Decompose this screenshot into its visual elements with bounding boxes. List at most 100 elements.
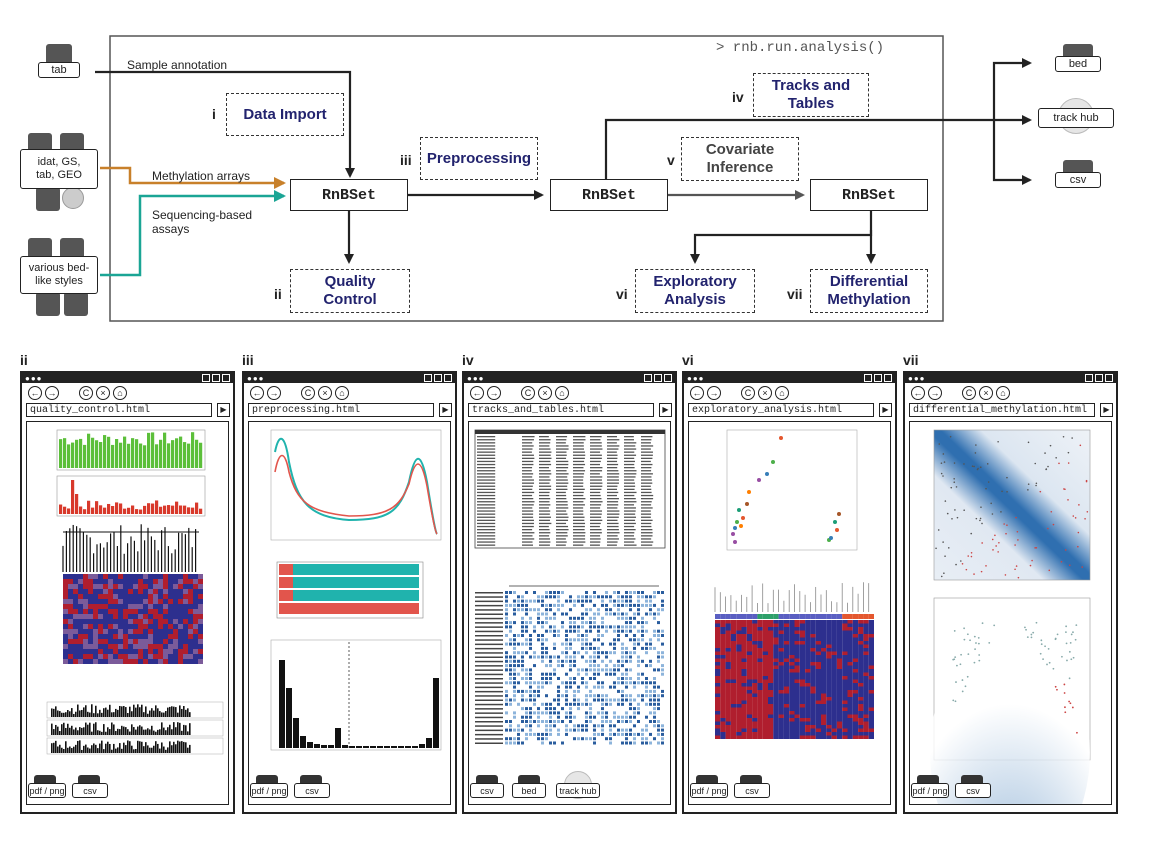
tt-track-block (545, 608, 548, 612)
qc-heatmap-cell (163, 579, 168, 584)
ea-heatmap-cell (805, 679, 811, 683)
qc-heatmap-cell (188, 604, 193, 609)
download-bed[interactable]: bed (512, 783, 546, 798)
tt-table-cell (477, 457, 496, 459)
forward-icon[interactable]: → (45, 386, 59, 400)
home-icon[interactable]: ⌂ (335, 386, 349, 400)
address-bar[interactable]: quality_control.html (26, 403, 212, 417)
tt-table-cell (590, 544, 600, 546)
tt-track-block (645, 612, 648, 616)
tt-track-block (569, 638, 572, 642)
ea-heatmap-cell (831, 690, 837, 694)
tt-table-cell (607, 525, 619, 528)
back-icon[interactable]: ← (250, 386, 264, 400)
back-icon[interactable]: ← (470, 386, 484, 400)
ea-heatmap-cell (715, 637, 721, 641)
close-icon[interactable]: × (96, 386, 110, 400)
close-icon[interactable]: × (758, 386, 772, 400)
forward-icon[interactable]: → (267, 386, 281, 400)
tt-track-block (649, 642, 652, 646)
ea-heatmap-cell (805, 669, 811, 673)
tt-table-cell (590, 473, 600, 475)
download-pdf-png[interactable]: pdf / png (250, 783, 288, 798)
go-icon[interactable]: ▶ (659, 403, 672, 417)
download-csv[interactable]: csv (294, 783, 330, 798)
ea-heatmap-cell (868, 725, 874, 729)
tt-table-cell (641, 541, 654, 543)
download-csv[interactable]: csv (955, 783, 991, 798)
tt-table-cell (607, 445, 620, 447)
tt-table-cell (539, 457, 552, 459)
tt-track-block (585, 728, 588, 732)
download-track-hub[interactable]: track hub (556, 783, 600, 798)
ea-heatmap-cell (762, 669, 768, 673)
copyright-icon[interactable]: C (301, 386, 315, 400)
tt-track-label (475, 695, 503, 697)
ea-heatmap-cell (757, 658, 763, 662)
tt-table-cell (539, 522, 552, 525)
tt-table-cell (607, 494, 617, 497)
back-icon[interactable]: ← (911, 386, 925, 400)
qc-track-bar (151, 747, 153, 753)
ea-heatmap-cell (783, 711, 790, 715)
tt-track-block (621, 603, 624, 607)
close-icon[interactable]: × (538, 386, 552, 400)
tt-table-cell (522, 544, 534, 546)
qc-heatmap-cell (128, 574, 133, 579)
qc-track-bar (183, 741, 185, 753)
download-pdf-png[interactable]: pdf / png (690, 783, 728, 798)
close-icon[interactable]: × (979, 386, 993, 400)
copyright-icon[interactable]: C (962, 386, 976, 400)
tt-table-cell (556, 460, 569, 463)
home-icon[interactable]: ⌂ (775, 386, 789, 400)
ea-heatmap-cell (757, 630, 763, 634)
back-icon[interactable]: ← (28, 386, 42, 400)
tt-table-cell (590, 510, 603, 512)
qc-heatmap-cell (103, 644, 108, 649)
address-bar[interactable]: differential_methylation.html (909, 403, 1095, 417)
forward-icon[interactable]: → (928, 386, 942, 400)
tt-table-cell (539, 519, 550, 521)
address-bar[interactable]: preprocessing.html (248, 403, 434, 417)
download-pdf-png[interactable]: pdf / png (28, 783, 66, 798)
tt-track-block (557, 634, 560, 637)
qc-heatmap-cell (188, 644, 193, 649)
go-icon[interactable]: ▶ (1100, 403, 1113, 417)
ea-heatmap-cell (783, 707, 790, 711)
tt-track-block (625, 646, 628, 650)
address-bar[interactable]: exploratory_analysis.html (688, 403, 874, 417)
download-csv[interactable]: csv (72, 783, 108, 798)
tt-track-block (513, 646, 516, 650)
dm-volcano-point (966, 633, 969, 636)
back-icon[interactable]: ← (690, 386, 704, 400)
dm-scatter-point (979, 466, 982, 468)
download-csv[interactable]: csv (734, 783, 770, 798)
qc-heatmap-cell (83, 639, 88, 644)
tt-track-block (557, 689, 560, 693)
copyright-icon[interactable]: C (741, 386, 755, 400)
address-bar[interactable]: tracks_and_tables.html (468, 403, 654, 417)
home-icon[interactable]: ⌂ (996, 386, 1010, 400)
tt-track-block (593, 603, 596, 607)
copyright-icon[interactable]: C (79, 386, 93, 400)
copyright-icon[interactable]: C (521, 386, 535, 400)
download-pdf-png[interactable]: pdf / png (911, 783, 949, 798)
home-icon[interactable]: ⌂ (555, 386, 569, 400)
home-icon[interactable]: ⌂ (113, 386, 127, 400)
qc-track-bar (163, 746, 165, 753)
qc-heatmap-cell (198, 634, 203, 639)
qc-heatmap-cell (188, 659, 193, 664)
close-icon[interactable]: × (318, 386, 332, 400)
ea-heatmap-cell (826, 644, 832, 648)
tt-track-block (629, 732, 632, 736)
go-icon[interactable]: ▶ (879, 403, 892, 417)
forward-icon[interactable]: → (707, 386, 721, 400)
qc-heatmap-cell (143, 654, 148, 659)
tt-track-label (475, 708, 503, 710)
ea-heatmap-cell (863, 725, 869, 729)
go-icon[interactable]: ▶ (439, 403, 452, 417)
forward-icon[interactable]: → (487, 386, 501, 400)
download-csv[interactable]: csv (470, 783, 504, 798)
go-icon[interactable]: ▶ (217, 403, 230, 417)
report-content (909, 421, 1112, 805)
